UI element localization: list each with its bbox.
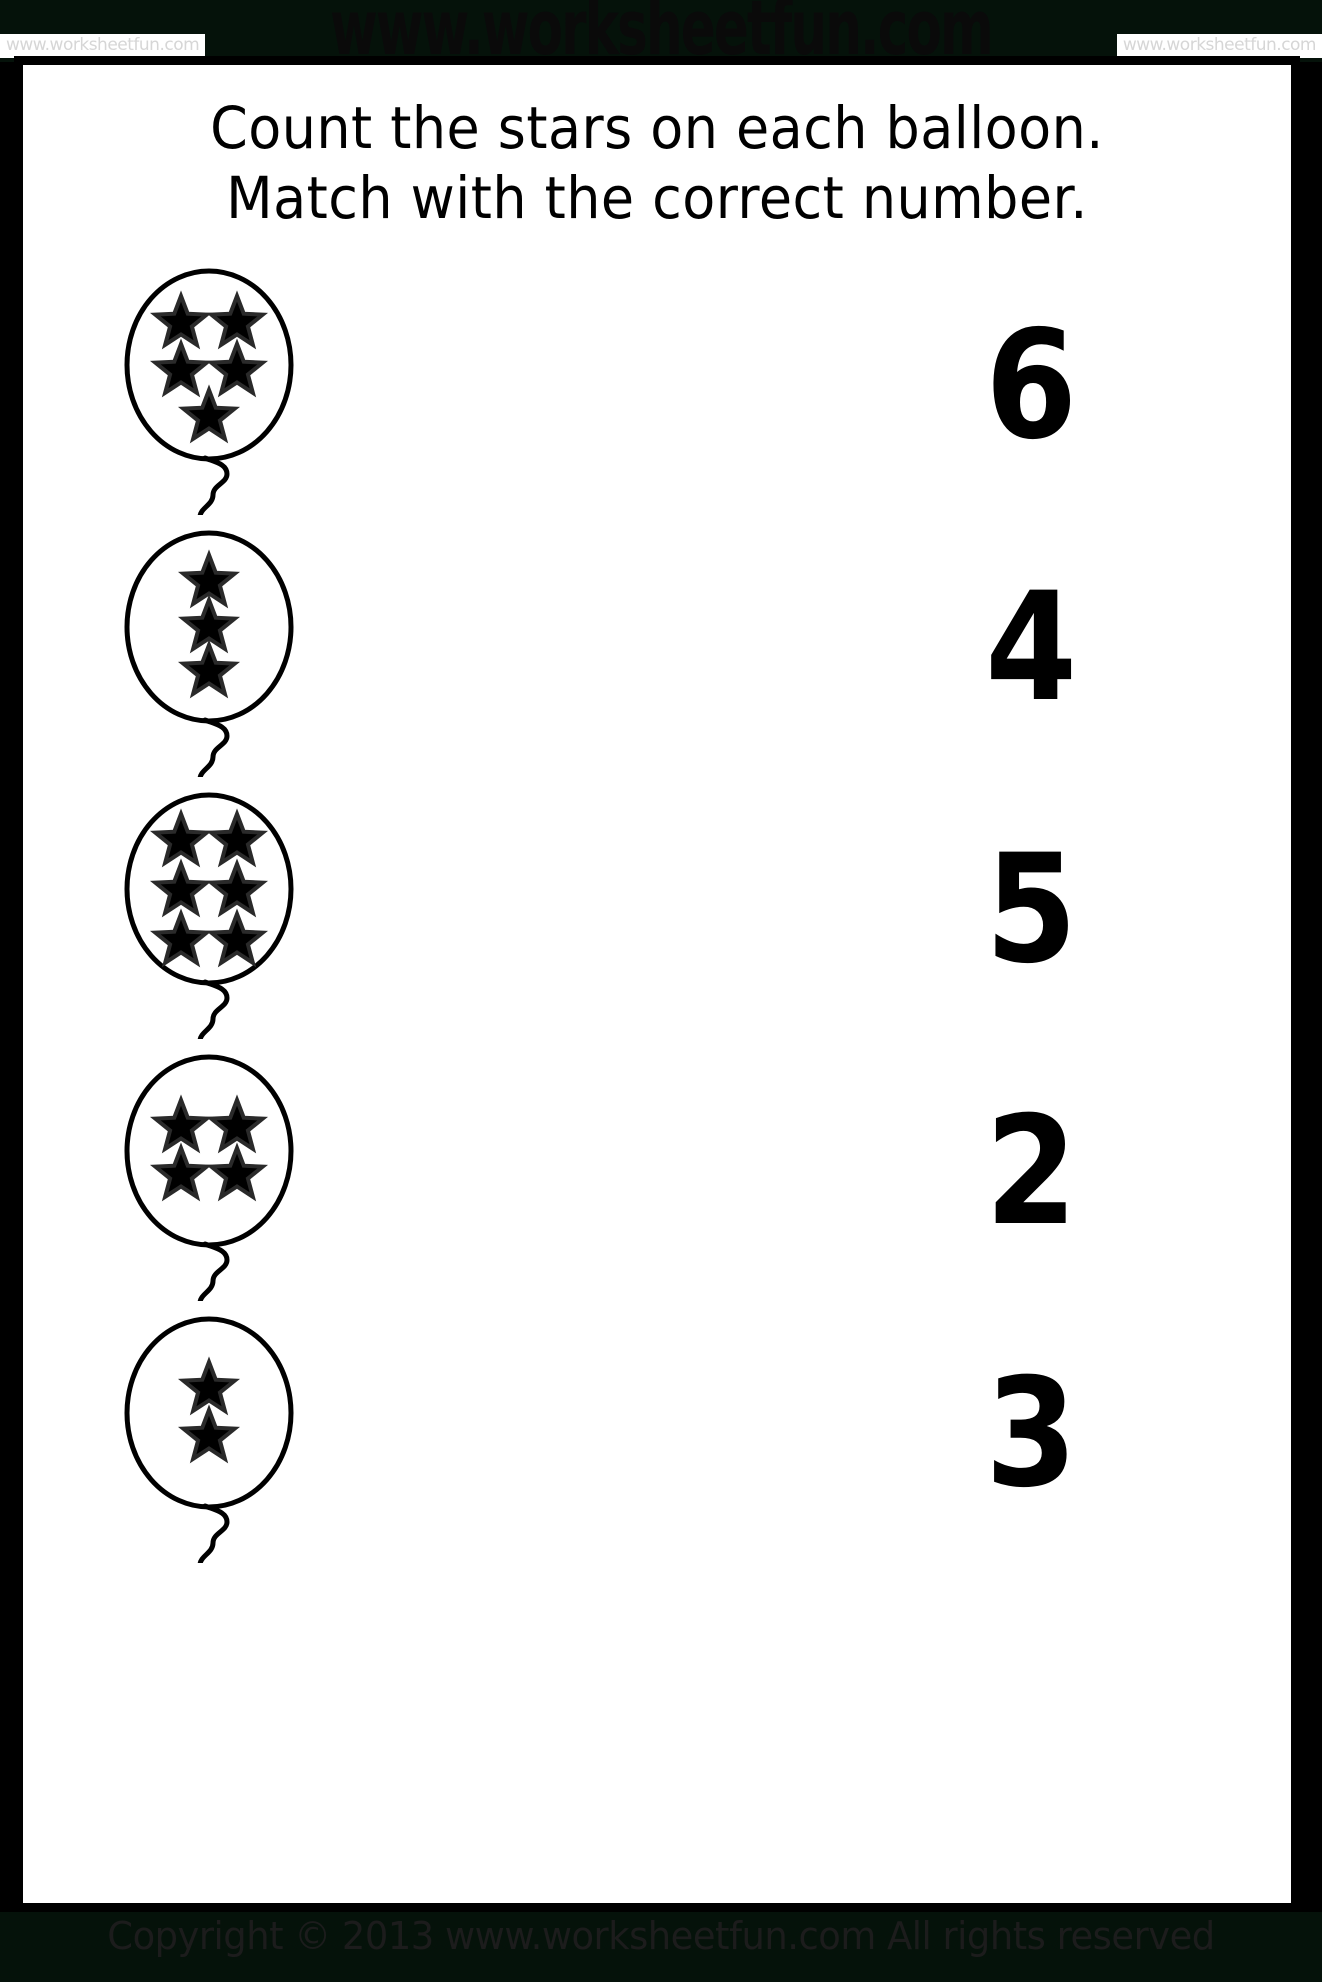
star-icon [149,908,213,968]
star-icon [149,1094,213,1154]
number-choice[interactable]: 4 [941,519,1121,777]
star-icon [205,908,269,968]
balloon-string [197,979,230,1039]
star-icon [205,290,269,350]
exercise-row: 3 [23,1305,1291,1563]
number-label: 6 [985,299,1077,473]
title-line-2: Match with the correct number. [226,164,1088,233]
balloon-with-stars[interactable] [109,257,309,515]
balloon-string [197,1503,230,1563]
star-icon [177,639,241,699]
star-icon [177,1404,241,1464]
footer-band: Copyright © 2013 www.worksheetfun.com Al… [0,1912,1322,1982]
star-icon [177,384,241,444]
balloon-with-stars[interactable] [109,1043,309,1301]
page-title: Count the stars on each balloon. Match w… [67,93,1246,233]
balloon-shape [124,792,294,1039]
star-icon [149,290,213,350]
number-choice[interactable]: 6 [941,257,1121,515]
balloon-with-stars[interactable] [109,781,309,1039]
exercise-row: 5 [23,781,1291,1039]
number-label: 2 [985,1085,1077,1259]
watermark-large: www.worksheetfun.com [330,0,994,73]
number-label: 5 [985,823,1077,997]
star-icon [177,1356,241,1416]
number-label: 3 [985,1347,1077,1521]
balloon-with-stars[interactable] [109,519,309,777]
star-icon [177,549,241,609]
star-icon [177,594,241,654]
balloon-outline [124,792,294,986]
top-watermark-band: www.worksheetfun.com www.worksheetfun.co… [0,0,1322,67]
title-line-1: Count the stars on each balloon. [210,94,1104,162]
star-icon [149,858,213,918]
balloon-shape [124,530,294,777]
balloon-shape [124,1316,294,1563]
exercise-row: 4 [23,519,1291,777]
balloon-shape [124,1054,294,1301]
star-icon [205,858,269,918]
star-icon [149,1142,213,1202]
star-icon [205,338,269,398]
number-choice[interactable]: 5 [941,781,1121,1039]
number-label: 4 [985,561,1077,735]
star-icon [149,338,213,398]
star-icon [205,1142,269,1202]
star-icon [205,808,269,868]
balloon-string [197,455,230,515]
worksheet-page: Count the stars on each balloon. Match w… [14,56,1300,1912]
watermark-chip-right: www.worksheetfun.com [1116,34,1322,58]
copyright-text: Copyright © 2013 www.worksheetfun.com Al… [107,1914,1215,1958]
watermark-chip-left: www.worksheetfun.com [0,34,206,58]
number-choice[interactable]: 3 [941,1305,1121,1563]
balloon-outline [124,1054,294,1248]
balloon-string [197,1241,230,1301]
star-icon [205,1094,269,1154]
exercise-row: 6 [23,257,1291,515]
exercise-row: 2 [23,1043,1291,1301]
balloon-shape [124,268,294,515]
star-icon [149,808,213,868]
balloon-with-stars[interactable] [109,1305,309,1563]
number-choice[interactable]: 2 [941,1043,1121,1301]
balloon-string [197,717,230,777]
